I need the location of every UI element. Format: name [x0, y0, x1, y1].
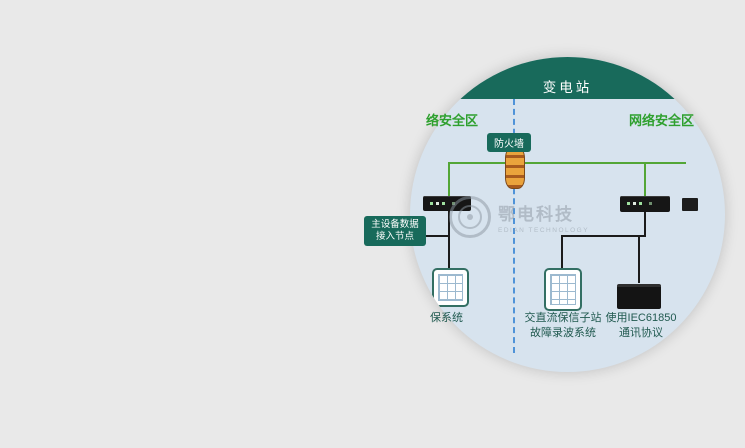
green-drop-line-left	[448, 162, 450, 197]
substation-title: 变电站	[542, 80, 593, 95]
network-switch-right	[620, 196, 670, 212]
device-label-right: 使用IEC61850 通讯协议	[600, 311, 682, 341]
watermark-brand: 鄂电科技	[498, 205, 574, 224]
relay-panel-grid	[550, 274, 576, 305]
green-bus-line	[448, 162, 686, 164]
watermark: 鄂电科技 EDIAN TECHNOLOGY	[449, 196, 589, 238]
substation-header-band: 变电站	[410, 57, 725, 99]
protection-device-icon-middle	[544, 268, 582, 311]
protection-device-icon-left	[432, 268, 469, 307]
firewall-icon	[505, 147, 525, 189]
switch-indicator-lights	[430, 202, 433, 205]
watermark-logo-icon	[449, 196, 491, 238]
device-label-right-line1: 使用IEC61850	[605, 312, 677, 324]
relay-panel-grid	[438, 274, 463, 301]
watermark-brand-en: EDIAN TECHNOLOGY	[498, 227, 590, 234]
device-label-middle-line1: 交直流保信子站	[524, 312, 602, 324]
zone-label-right: 网络安全区	[629, 113, 695, 128]
device-label-right-line2: 通讯协议	[619, 327, 663, 339]
node-badge-line2: 接入节点	[375, 231, 414, 242]
device-label-middle: 交直流保信子站 故障录波系统	[519, 311, 607, 341]
firewall-badge: 防火墙	[487, 133, 531, 152]
fault-recorder-device-icon	[617, 284, 661, 309]
data-access-node-badge: 主设备数据 接入节点	[364, 216, 426, 246]
zone-divider-dashed-line	[513, 99, 515, 353]
bus-line-left-vertical	[448, 211, 450, 269]
device-label-middle-line2: 故障录波系统	[530, 327, 596, 339]
bus-line-middle-device-drop	[561, 235, 563, 269]
green-drop-line-right	[644, 162, 646, 197]
clipped-device-right-edge	[682, 198, 698, 211]
bus-line-right-horizontal	[561, 235, 646, 237]
bus-line-node-connector	[424, 235, 450, 237]
switch-indicator-lights	[627, 202, 630, 205]
watermark-text: 鄂电科技 EDIAN TECHNOLOGY	[498, 200, 589, 234]
bus-line-right-vertical	[644, 212, 646, 237]
node-badge-line1: 主设备数据	[371, 219, 419, 230]
zone-label-left: 络安全区	[426, 113, 479, 128]
bus-line-black-device-drop	[638, 235, 640, 283]
device-label-left: 保系统	[430, 312, 463, 324]
